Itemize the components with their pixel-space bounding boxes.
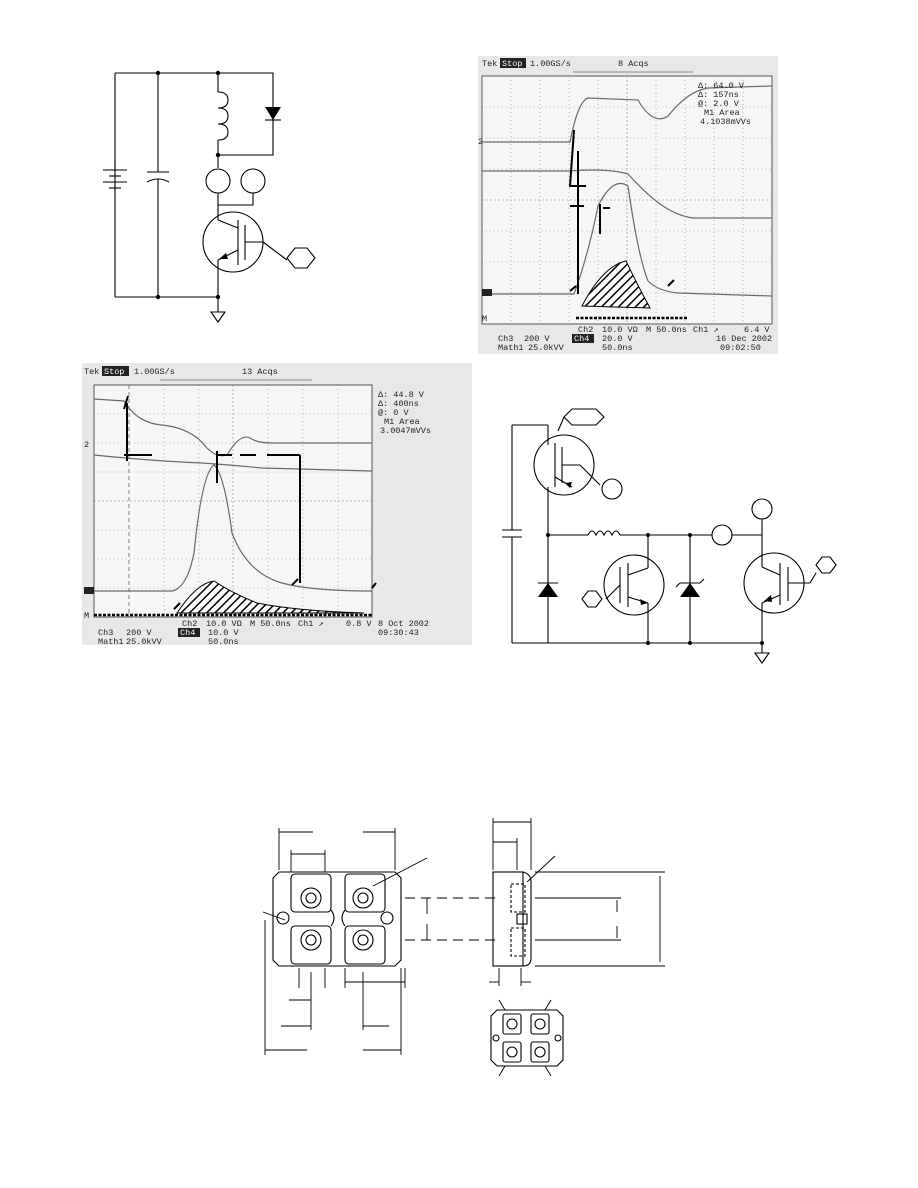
scope2-meas-at: @: 0 V — [378, 408, 410, 418]
scope2-ch3-scale: 200 V — [126, 628, 152, 638]
scope1-ch3: Ch3 — [498, 334, 513, 344]
scope2-math-scale: 25.0kVV — [126, 637, 163, 645]
circuit-diagram-1 — [95, 60, 345, 330]
scope1-meas-dt: Δ: 157ns — [698, 90, 739, 100]
package-outline-drawing — [255, 810, 675, 1085]
scope2-acqs: 13 Acqs — [242, 367, 278, 377]
scope2-meas-val: 3.0047mVVs — [380, 426, 431, 436]
scope1-marker-m: M — [482, 314, 487, 324]
scope1-timebase: M 50.0ns — [646, 325, 687, 335]
scope2-trig: Ch1 ↗ — [298, 619, 324, 629]
scope1-meas-area: M1 Area — [704, 108, 740, 118]
scope2-math: Math1 — [98, 637, 124, 645]
scope1-trig: Ch1 ↗ — [693, 325, 719, 335]
scope1-acqs: 8 Acqs — [618, 59, 649, 69]
scope2-trig-level: 0.8 V — [346, 619, 372, 629]
scope1-rate: 1.00GS/s — [530, 59, 571, 69]
scope2-ch3: Ch3 — [98, 628, 113, 638]
scope2-ch2-scale: 10.0 VΩ — [206, 619, 242, 629]
scope2-meas-area: M1 Area — [384, 417, 420, 427]
scope2-math-time: 50.0ns — [208, 637, 239, 645]
scope2-meas-dt: Δ: 400ns — [378, 399, 419, 409]
scope1-math-scale: 25.0kVV — [528, 343, 565, 353]
scope1-meas-dv: Δ: 64.0 V — [698, 81, 745, 91]
scope1-time: 09:02:50 — [720, 343, 761, 353]
scope1-meas-at: @: 2.0 V — [698, 99, 740, 109]
oscilloscope-screenshot-1: Tek Stop 1.00GS/s 8 Acqs — [478, 56, 778, 354]
scope2-time: 09:30:43 — [378, 628, 419, 638]
scope2-marker-m: M — [84, 611, 89, 621]
scope1-marker-2: 2 — [478, 137, 483, 147]
scope1-trig-level: 6.4 V — [744, 325, 770, 335]
scope1-date: 16 Dec 2002 — [716, 334, 772, 344]
scope1-ch2-scale: 10.0 VΩ — [602, 325, 638, 335]
scope1-ch3-scale: 200 V — [524, 334, 550, 344]
scope1-brand: Tek — [482, 59, 497, 69]
scope2-rate: 1.00GS/s — [134, 367, 175, 377]
oscilloscope-screenshot-2: Tek Stop 1.00GS/s 13 Acqs — [82, 363, 472, 645]
scope2-ch2: Ch2 — [182, 619, 197, 629]
scope1-ch4-tag: Ch4 — [574, 334, 589, 344]
circuit-diagram-2 — [500, 405, 850, 670]
scope2-meas-dv: Δ: 44.8 V — [378, 390, 425, 400]
scope2-ch4-scale: 10.0 V — [208, 628, 240, 638]
scope2-marker-2: 2 — [84, 440, 89, 450]
scope1-ch4-scale: 20.0 V — [602, 334, 634, 344]
scope2-brand: Tek — [84, 367, 99, 377]
scope2-timebase: M 50.0ns — [250, 619, 291, 629]
scope1-math: Math1 — [498, 343, 524, 353]
scope1-meas-val: 4.1038mVVs — [700, 117, 751, 127]
scope2-status: Stop — [104, 367, 124, 377]
scope1-math-time: 50.0ns — [602, 343, 633, 353]
scope1-status: Stop — [502, 59, 522, 69]
scope1-ch2: Ch2 — [578, 325, 593, 335]
scope2-ch4-tag: Ch4 — [180, 628, 195, 638]
scope2-date: 8 Oct 2002 — [378, 619, 429, 629]
